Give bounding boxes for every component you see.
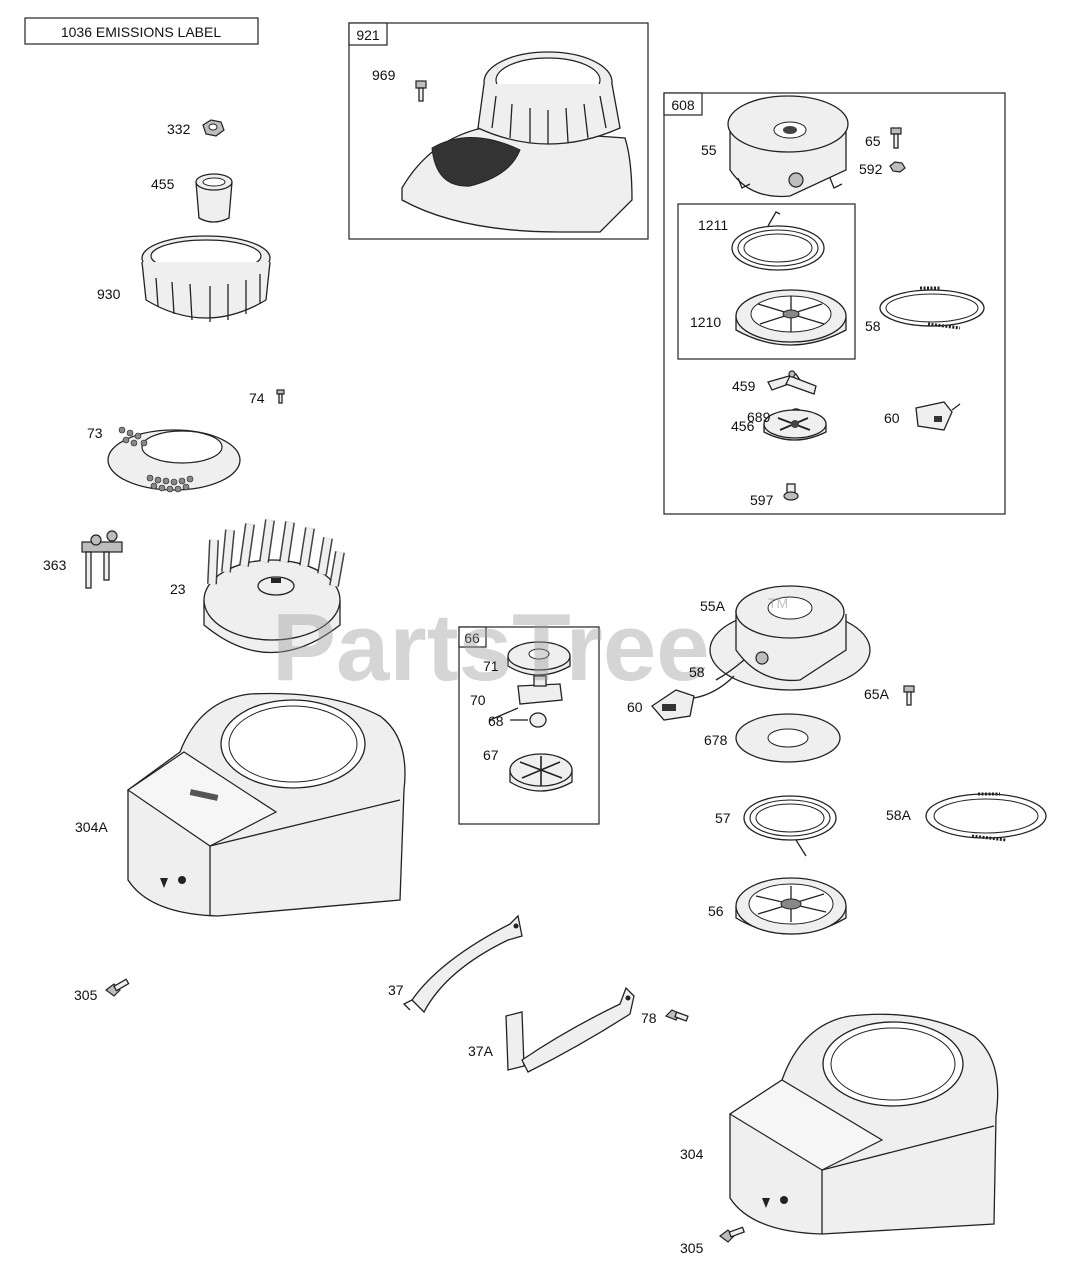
part-23-flywheel[interactable] <box>203 519 345 653</box>
label-57: 57 <box>715 810 731 826</box>
label-23: 23 <box>170 581 186 597</box>
group-921-label: 921 <box>356 27 380 43</box>
part-37-baffle[interactable] <box>402 914 523 1014</box>
part-592-nut[interactable] <box>889 161 906 173</box>
label-592: 592 <box>859 161 883 177</box>
part-60-handle-lower[interactable] <box>651 675 735 721</box>
part-65A-screw[interactable] <box>903 685 915 706</box>
part-305-bolt-right[interactable] <box>719 1226 746 1243</box>
label-58-lower: 58 <box>689 664 705 680</box>
label-78: 78 <box>641 1010 657 1026</box>
label-304A: 304A <box>75 819 108 835</box>
part-65-screw[interactable] <box>890 127 902 149</box>
label-1210: 1210 <box>690 314 721 330</box>
label-55: 55 <box>701 142 717 158</box>
label-305-right: 305 <box>680 1240 704 1256</box>
part-597-screw[interactable] <box>783 483 799 501</box>
label-71: 71 <box>483 658 499 674</box>
label-1211: 1211 <box>698 217 728 233</box>
part-304A-blower-housing[interactable] <box>126 692 406 917</box>
part-55A-starter-assembly[interactable] <box>709 585 871 691</box>
label-459: 459 <box>732 378 756 394</box>
part-921-blower-cover[interactable] <box>401 51 633 233</box>
group-66-label: 66 <box>464 630 480 646</box>
label-678: 678 <box>704 732 728 748</box>
group-608-box: 608 <box>663 92 1006 515</box>
label-363: 363 <box>43 557 67 573</box>
part-332-nut[interactable] <box>202 119 225 137</box>
watermark-tm: TM <box>768 595 788 611</box>
part-56-pulley[interactable] <box>735 877 847 935</box>
part-455-cup[interactable] <box>195 173 233 223</box>
part-58-rope-upper[interactable] <box>879 286 985 330</box>
label-55A: 55A <box>700 598 726 614</box>
part-304-blower-housing[interactable] <box>728 1013 999 1235</box>
part-68-ball[interactable] <box>510 712 547 728</box>
label-456: 456 <box>731 418 755 434</box>
part-67-cup[interactable] <box>509 753 573 792</box>
group-66-box: 66 <box>458 626 600 825</box>
part-459-pawl[interactable] <box>767 370 817 395</box>
part-37A-baffle[interactable] <box>505 986 635 1073</box>
part-71-pulley[interactable] <box>507 641 571 676</box>
label-969: 969 <box>372 67 396 83</box>
label-65A: 65A <box>864 686 890 702</box>
part-969-screw[interactable] <box>415 80 427 102</box>
label-60-lower: 60 <box>627 699 643 715</box>
label-597: 597 <box>750 492 774 508</box>
part-1210-pulley[interactable] <box>735 289 847 346</box>
emissions-label-text: 1036 EMISSIONS LABEL <box>61 24 222 40</box>
watermark-text: PartsTree <box>272 594 710 701</box>
group-608-label: 608 <box>671 97 695 113</box>
label-58-upper: 58 <box>865 318 881 334</box>
part-70-ratchet[interactable] <box>489 675 563 721</box>
part-60-handle-upper[interactable] <box>915 401 961 431</box>
part-1211-spring[interactable] <box>731 211 825 271</box>
label-65: 65 <box>865 133 881 149</box>
label-67: 67 <box>483 747 499 763</box>
label-930: 930 <box>97 286 121 302</box>
label-56: 56 <box>708 903 724 919</box>
part-55-starter-housing[interactable] <box>727 95 849 198</box>
group-921-box: 921 <box>348 22 649 240</box>
label-455: 455 <box>151 176 175 192</box>
label-60-upper: 60 <box>884 410 900 426</box>
part-73-screen[interactable] <box>107 426 241 493</box>
label-37A: 37A <box>468 1043 494 1059</box>
label-304: 304 <box>680 1146 704 1162</box>
label-689: 689 <box>747 409 771 425</box>
part-305-bolt-left[interactable] <box>105 978 130 997</box>
part-456-retainer[interactable] <box>763 409 827 441</box>
label-332: 332 <box>167 121 191 137</box>
part-678-washer[interactable] <box>735 713 841 763</box>
subgroup-1210-1211-box <box>677 203 856 360</box>
part-363-bracket[interactable] <box>81 530 123 589</box>
part-78-bolt[interactable] <box>664 1009 689 1022</box>
label-73: 73 <box>87 425 103 441</box>
part-74-screw[interactable] <box>276 389 285 404</box>
emissions-label-box[interactable]: 1036 EMISSIONS LABEL <box>24 17 259 45</box>
label-70: 70 <box>470 692 486 708</box>
label-305-left: 305 <box>74 987 98 1003</box>
label-68: 68 <box>488 713 504 729</box>
label-74: 74 <box>249 390 265 406</box>
label-58A: 58A <box>886 807 912 823</box>
part-57-spring[interactable] <box>743 795 837 857</box>
part-58A-rope[interactable] <box>925 792 1047 842</box>
part-930-screen-ring[interactable] <box>141 235 271 322</box>
label-37: 37 <box>388 982 404 998</box>
